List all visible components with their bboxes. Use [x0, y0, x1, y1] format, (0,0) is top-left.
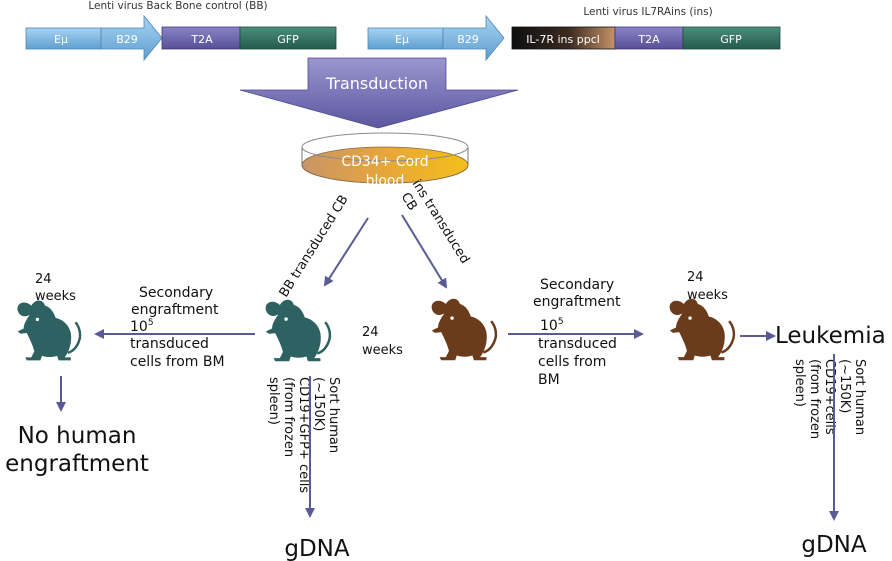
cord-blood-dish	[301, 132, 469, 184]
right-secondary-line1: Secondary	[540, 277, 614, 293]
ins-b29-arrow	[442, 14, 505, 62]
right-sort-line5: spleen)	[792, 359, 807, 407]
transduction-label: Transduction	[325, 74, 428, 93]
ins-transduced-label-line1: ins transduced	[409, 177, 473, 266]
left-transduced-line1: transduced	[130, 336, 209, 352]
ins-emu-label: Eμ	[395, 33, 409, 46]
ins-b29-label: B29	[457, 33, 479, 46]
left-dose: 105	[130, 318, 154, 335]
bb-emu-label: Eμ	[54, 33, 68, 46]
bb-construct-title: Lenti virus Back Bone control (BB)	[88, 0, 267, 12]
center-weeks-number: 24	[362, 325, 379, 340]
transduction-arrow	[239, 57, 519, 129]
left-outcome-line1: No human	[18, 423, 137, 449]
left-weeks-unit: weeks	[35, 289, 76, 304]
right-transduced-line3: BM	[538, 372, 560, 388]
mouse-bb-primary	[264, 298, 332, 363]
left-sort-line2: (~150K)	[311, 377, 326, 431]
left-sort-line3: CD19+GFP+ cells	[296, 377, 311, 493]
bb-b29-label: B29	[116, 33, 138, 46]
bb-b29-arrow	[100, 14, 163, 62]
mouse-bb-secondary	[16, 299, 82, 362]
arrow-dish-to-bb-mouse	[323, 217, 369, 287]
bb-transduced-label: BB transduced CB	[277, 193, 352, 301]
dish-label-line2: blood	[366, 173, 405, 189]
right-dose: 105	[540, 317, 564, 334]
left-gdna: gDNA	[284, 536, 350, 561]
left-secondary-line2: engraftment	[131, 302, 219, 318]
ins-t2a-label: T2A	[637, 33, 660, 46]
right-sort-line1: Sort human	[852, 359, 867, 435]
right-sort-text: Sort human (~150K) CD19+cells (from froz…	[792, 359, 867, 439]
left-transduced-line2: cells from BM	[130, 354, 225, 370]
right-transduced-line1: transduced	[538, 336, 617, 352]
ins-gfp-label: GFP	[720, 33, 742, 46]
right-sort-line4: (from frozen	[807, 359, 822, 439]
arrow-dish-to-ins-mouse	[401, 214, 448, 289]
bb-gfp-segment	[239, 26, 337, 50]
right-transduced-line2: cells from	[538, 354, 606, 370]
dish-label-line1: CD34+ Cord	[341, 154, 428, 170]
right-gdna: gDNA	[801, 532, 867, 558]
bb-gfp-label: GFP	[277, 33, 299, 46]
left-sort-line4: (from frozen	[281, 377, 296, 457]
mouse-ins-secondary	[668, 297, 736, 362]
left-weeks-number: 24	[35, 272, 52, 287]
left-sort-line5: spleen)	[266, 377, 281, 425]
left-outcome-line2: engraftment	[5, 451, 149, 477]
left-secondary-line1: Secondary	[139, 285, 213, 301]
center-weeks-unit: weeks	[362, 343, 403, 358]
bb-t2a-label: T2A	[190, 33, 213, 46]
ins-gfp-segment	[682, 26, 781, 50]
ins-il7r-label: IL-7R ins ppcl	[526, 33, 600, 46]
left-sort-text: Sort human (~150K) CD19+GFP+ cells (from…	[266, 377, 341, 493]
right-weeks-unit: weeks	[687, 288, 728, 303]
bb-construct: Eμ B29 T2A GFP	[25, 14, 337, 62]
right-secondary-line2: engraftment	[533, 294, 621, 310]
right-weeks-number: 24	[687, 270, 704, 285]
right-outcome-leukemia: Leukemia	[775, 323, 886, 349]
right-sort-line2: (~150K)	[837, 359, 852, 413]
ins-construct: Eμ B29 IL-7R ins ppcl T2A GFP	[367, 14, 781, 62]
mouse-ins-primary	[430, 297, 498, 362]
ins-construct-title: Lenti virus IL7RAins (ins)	[583, 6, 712, 18]
left-sort-line1: Sort human	[326, 377, 341, 453]
